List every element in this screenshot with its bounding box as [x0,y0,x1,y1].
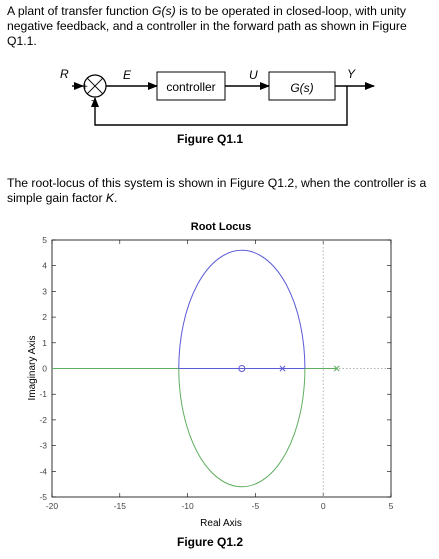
block-diagram: R + − E controller U G(s) Y [60,67,375,126]
pole-marker [279,365,286,372]
pole-marker [333,365,340,372]
error-label: E [123,68,132,82]
y-tick-label: 0 [42,364,47,374]
y-axis-label: Imaginary Axis [27,335,38,400]
x-tick-label: -5 [252,501,260,511]
plus-sign: + [82,82,88,93]
plot-marks [52,240,391,497]
x-tick-label: -15 [114,501,127,511]
figure-caption-q1-1: Figure Q1.1 [176,132,244,146]
figure-caption-q1-2: Figure Q1.2 [176,535,244,549]
zero-marker [238,365,246,372]
chart-title: Root Locus [191,221,252,233]
intro-text-1: A plant of transfer function [7,4,152,18]
y-tick-label: -3 [39,441,47,451]
y-tick-label: -2 [39,415,47,425]
x-axis-label: Real Axis [200,518,242,529]
x-tick-label: -20 [46,501,59,511]
intro-paragraph: A plant of transfer function G(s) is to … [7,4,432,49]
y-tick-label: -5 [39,492,47,502]
intro-plant-symbol: G(s) [151,4,176,18]
locus-lower-arc [178,368,306,488]
y-tick-label: 1 [42,338,47,348]
description-text-1: The root-locus of this system is shown i… [7,176,427,205]
gain-symbol: K [105,191,115,205]
x-tick-label: 0 [321,501,326,511]
y-tick-label: -4 [39,466,47,476]
x-tick-label: 5 [389,501,394,511]
feedback-path [91,86,348,126]
x-tick-label: -10 [181,501,194,511]
y-tick-label: 3 [42,286,47,296]
y-tick-label: 2 [42,312,47,322]
y-tick-label: -1 [39,389,47,399]
control-label: U [249,68,258,82]
axis-ticks: -20 -15 -10 -5 0 5 5 4 3 2 1 0 -1 -2 -3 -4 -5 [39,235,393,511]
y-tick-label: 4 [42,261,47,271]
minus-sign: − [91,96,97,107]
output-label: Y [347,67,356,81]
description-paragraph: The root-locus of this system is shown i… [7,176,432,206]
plant-block [268,71,336,101]
intro-text-2: is to be operated in closed-loop, with u… [7,4,407,48]
y-tick-label: 5 [42,235,47,245]
root-locus-chart: Root Locus -20 -15 -10 -5 0 5 5 4 3 2 1 0 -1 -2 -3 -4 -5… [27,221,394,529]
plant-label: G(s) [290,81,313,95]
description-text-2: . [114,191,118,205]
controller-label: controller [166,80,215,94]
input-label: R [60,67,69,81]
locus-upper-arc [178,249,306,369]
